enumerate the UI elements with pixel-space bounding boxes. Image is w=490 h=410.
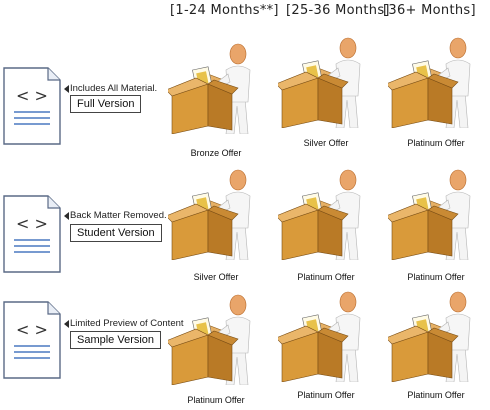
offer-cell: Silver Offer xyxy=(168,160,264,282)
code-document-icon xyxy=(3,195,61,273)
offer-label: Silver Offer xyxy=(303,138,349,148)
offer-cell: Platinum Offer xyxy=(278,282,374,400)
offer-label: Platinum Offer xyxy=(407,272,465,282)
person-holding-document-box-icon xyxy=(278,169,361,260)
code-document-icon xyxy=(3,67,61,145)
offer-cell: Platinum Offer xyxy=(278,160,374,282)
version-label-student: Student Version xyxy=(70,224,162,242)
offer-label: Platinum Offer xyxy=(187,395,245,405)
person-holding-document-box-icon xyxy=(168,43,251,134)
column-header-25-36-months: [25-36 Months] xyxy=(286,3,390,18)
offer-label: Platinum Offer xyxy=(407,138,465,148)
person-holding-document-box-icon xyxy=(388,37,471,128)
offer-label: Platinum Offer xyxy=(297,272,355,282)
person-holding-document-box-icon xyxy=(278,291,361,382)
offer-label: Bronze Offer xyxy=(190,148,242,158)
offer-label: Silver Offer xyxy=(193,272,239,282)
offer-cell: Platinum Offer xyxy=(388,28,484,148)
row-note-full: Includes All Material. xyxy=(63,83,158,94)
person-holding-document-box-icon xyxy=(278,37,361,128)
offer-cell: Platinum Offer xyxy=(388,160,484,282)
offer-cell: Silver Offer xyxy=(278,28,374,148)
person-holding-document-box-icon xyxy=(388,169,471,260)
offer-label: Platinum Offer xyxy=(407,390,465,400)
person-holding-document-box-icon xyxy=(168,169,251,260)
offer-cell: Platinum Offer xyxy=(388,282,484,400)
version-label-sample: Sample Version xyxy=(70,331,162,349)
person-holding-document-box-icon xyxy=(168,294,251,385)
column-header-1-24-months: [1-24 Months**] xyxy=(170,3,279,18)
column-header-36-plus-months: [36+ Months] xyxy=(383,3,476,18)
offer-cell: Platinum Offer xyxy=(168,285,264,405)
offer-label: Platinum Offer xyxy=(297,390,355,400)
person-holding-document-box-icon xyxy=(388,291,471,382)
version-label-full: Full Version xyxy=(70,95,142,113)
code-document-icon xyxy=(3,301,61,379)
offer-cell: Bronze Offer xyxy=(168,34,264,158)
row-note-student: Back Matter Removed. xyxy=(64,210,167,221)
row-note-sample: Limited Preview of Content xyxy=(64,318,184,329)
